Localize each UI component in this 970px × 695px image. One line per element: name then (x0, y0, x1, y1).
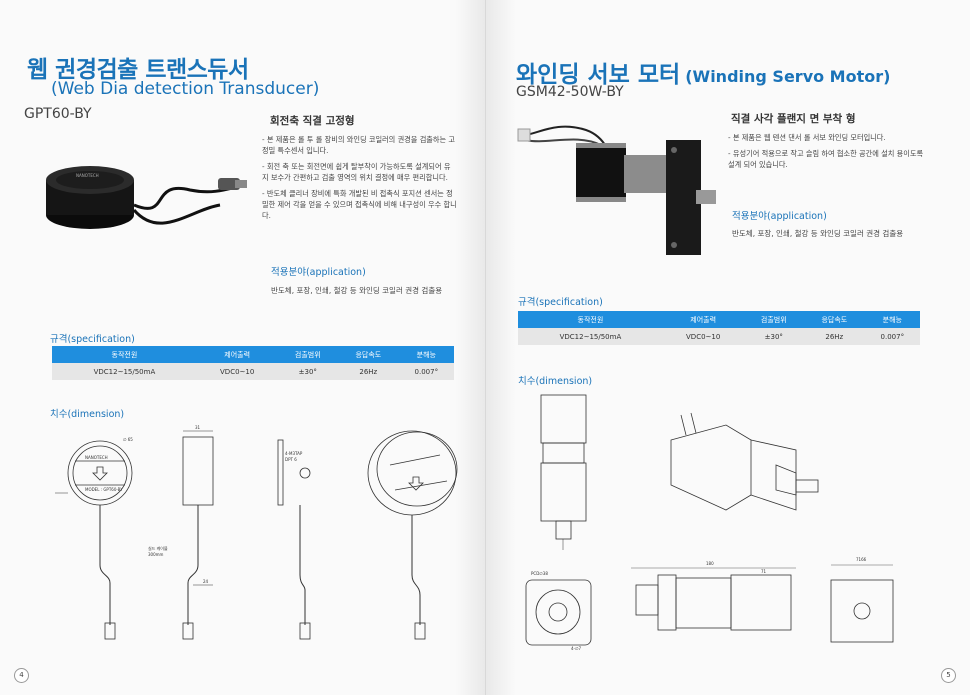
spec-value-cell: VDC12~15/50mA (518, 328, 663, 345)
feature-item: - 본 제품은 롤 투 롤 장비의 와인딩 코일러의 권경을 검출하는 고 정밀… (262, 135, 456, 155)
spec-value-cell: 26Hz (338, 363, 399, 380)
dim-pcd-label: PCD∅38 (531, 571, 548, 576)
product-title-english: (Winding Servo Motor) (685, 67, 891, 86)
application-text: 반도체, 포장, 인쇄, 철강 등 와인딩 코일러 권경 검출용 (271, 286, 443, 295)
product-title-korean: 웹 권경검출 트랜스듀서 (27, 57, 249, 83)
product-title-korean: 와인딩 서보 모터 (516, 62, 681, 88)
feature-item: - 회전 축 또는 회전면에 쉽게 탈부착이 가능하도록 설계되어 유지 보수가… (262, 162, 451, 182)
product-subtitle: 직결 사각 플랜지 면 부착 형 (731, 113, 856, 125)
transducer-photo: NANOTECH (46, 166, 247, 229)
left-page: 웹 권경검출 트랜스듀서 (Web Dia detection Transduc… (0, 0, 485, 695)
spec-value-cell: 0.007° (864, 328, 920, 345)
dim-top-label: 31 (195, 425, 201, 430)
spec-value-row: VDC12~15/50mA VDC0~10 ±30° 26Hz 0.007° (52, 363, 454, 380)
spec-value-cell: ±30° (743, 328, 805, 345)
dim-side-label: 24 (203, 579, 209, 584)
dim-total-label: 180 (706, 561, 714, 566)
dimension-title: 치수(dimension) (518, 376, 593, 387)
spec-title: 규격(specification) (518, 297, 603, 308)
spec-header-row: 동작전원 제어출력 검출범위 응답속도 분해능 (52, 346, 454, 363)
dim-hole-label: 4-∅7 (571, 646, 581, 651)
spec-header-cell: 동작전원 (52, 346, 197, 363)
spec-header-cell: 분해능 (864, 311, 920, 328)
dim-top-label: 7166 (856, 557, 867, 562)
spec-value-cell: VDC0~10 (662, 328, 744, 345)
spec-value-row: VDC12~15/50mA VDC0~10 ±30° 26Hz 0.007° (518, 328, 920, 345)
dimension-drawing: PCD∅38 4-∅7 180 71 7166 (525, 394, 894, 651)
dim-71-label: 71 (761, 569, 767, 574)
spec-table: 동작전원 제어출력 검출범위 응답속도 분해능 VDC12~15/50mA VD… (518, 311, 920, 345)
spec-value-cell: VDC12~15/50mA (52, 363, 197, 380)
tap-label: 4-M3TAP (285, 451, 303, 456)
page-gutter-shadow (486, 0, 516, 695)
spec-header-cell: 검출범위 (743, 311, 805, 328)
svg-text:NANOTECH: NANOTECH (76, 173, 99, 178)
drawing-brand-label: NANOTECH (85, 455, 108, 460)
page-number: 5 (941, 668, 956, 683)
spec-value-cell: 0.007° (398, 363, 454, 380)
cable-note-label: 실드 케이블 (148, 545, 168, 551)
cable-length-label: 300mm (148, 552, 164, 557)
spec-value-cell: VDC0~10 (196, 363, 278, 380)
spec-header-cell: 응답속도 (804, 311, 865, 328)
spec-title: 규격(specification) (50, 334, 135, 345)
servo-motor-photo (517, 125, 716, 255)
page-number: 4 (14, 668, 29, 683)
dim-diameter-label: ∅ 65 (123, 437, 133, 442)
spec-header-cell: 제어출력 (662, 311, 744, 328)
dimension-title: 치수(dimension) (50, 409, 125, 420)
application-title: 적용분야(application) (271, 267, 366, 278)
spec-header-row: 동작전원 제어출력 검출범위 응답속도 분해능 (518, 311, 920, 328)
product-model: GSM42-50W-BY (516, 84, 624, 100)
drawing-model-label: MODEL : GPT60-BY (85, 487, 123, 492)
spec-header-cell: 분해능 (398, 346, 454, 363)
spec-table: 동작전원 제어출력 검출범위 응답속도 분해능 VDC12~15/50mA VD… (52, 346, 454, 380)
right-page: 와인딩 서보 모터 (Winding Servo Motor) GSM42-50… (485, 0, 970, 695)
dimension-drawing: ∅ 65 NANOTECH MODEL : GPT60-BY 31 실드 케이블… (55, 425, 458, 640)
product-model: GPT60-BY (24, 106, 92, 122)
feature-item: - 본 제품은 웹 텐션 댄서 롤 서보 와인딩 모터입니다. (728, 133, 886, 142)
feature-item: - 유성기어 적용으로 작고 슬림 하여 협소한 공간에 설치 용이도록 설계 … (728, 149, 924, 169)
tap-depth-label: DPT 6 (285, 457, 297, 462)
feature-list: - 본 제품은 롤 투 롤 장비의 와인딩 코일러의 권경을 검출하는 고 정밀… (262, 134, 457, 226)
spec-value-cell: 26Hz (804, 328, 865, 345)
spec-header-cell: 동작전원 (518, 311, 663, 328)
product-title-english: (Web Dia detection Transducer) (51, 79, 320, 99)
feature-item: - 반도체 클리너 장비에 특화 개발된 비 접촉식 포지션 센서는 정밀한 제… (262, 189, 457, 220)
spec-header-cell: 검출범위 (277, 346, 339, 363)
page-gutter-shadow (455, 0, 485, 695)
product-subtitle: 회전축 직결 고정형 (270, 115, 355, 127)
spec-value-cell: ±30° (277, 363, 339, 380)
spec-header-cell: 제어출력 (196, 346, 278, 363)
product-title-row: 와인딩 서보 모터 (Winding Servo Motor) (516, 55, 890, 89)
spec-header-cell: 응답속도 (338, 346, 399, 363)
feature-list: - 본 제품은 웹 텐션 댄서 롤 서보 와인딩 모터입니다. - 유성기어 적… (728, 132, 928, 175)
application-title: 적용분야(application) (732, 211, 827, 222)
application-text: 반도체, 포장, 인쇄, 철강 등 와인딩 코일러 권경 검출용 (732, 229, 904, 238)
